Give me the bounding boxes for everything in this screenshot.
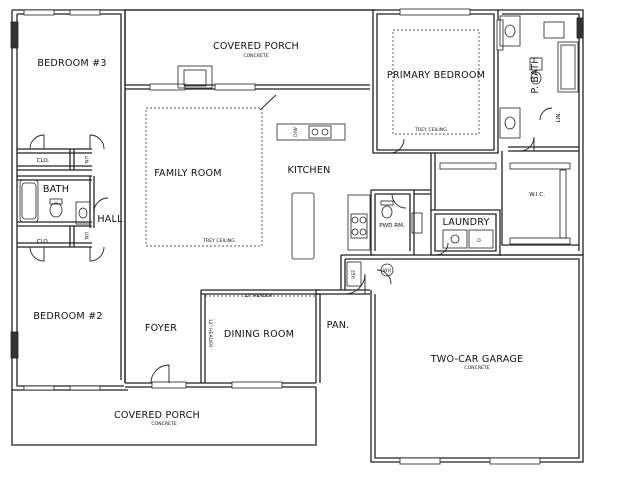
label-wic: W.I.C. [529,192,545,198]
shower [557,41,579,93]
doors [29,94,553,384]
label-header-vertical: 12" HEADER [207,319,213,348]
toilet [49,202,63,218]
trey-ceilings [145,29,480,383]
label-bedroom-2: BEDROOM #2 [33,311,102,322]
label-pan: PAN. [327,320,350,331]
label-bath: BATH [43,184,69,195]
label-primary-bedroom-note: TREY CEILING [414,127,447,133]
label-dryer: D [477,238,481,244]
label-p-bath: P. BATH [530,56,541,93]
label-clo-lower: CLO. [37,239,50,245]
fixtures [19,15,579,287]
refrigerator [346,261,362,287]
label-hall: HALL [97,214,123,225]
label-wh: WH [383,268,391,274]
label-bedroom-3: BEDROOM #3 [37,58,106,69]
label-garage-note: CONCRETE [464,365,489,371]
kitchen-island [291,192,315,260]
label-header-horizontal: 12" HEADER [244,293,273,299]
label-ref: REF. [351,269,357,278]
label-covered-porch-top-note: CONCRETE [243,53,268,59]
label-covered-porch-bottom: COVERED PORCH [114,410,200,421]
label-covered-porch-top: COVERED PORCH [213,41,299,52]
room-labels: BEDROOM #3 BEDROOM #2 COVERED PORCH CONC… [33,41,562,427]
fireplace [177,65,213,89]
label-foyer: FOYER [145,323,177,334]
label-lin-primary: LIN. [556,111,562,122]
label-family-room: FAMILY ROOM [154,168,222,179]
walls [11,9,584,463]
label-clo-upper: CLO. [37,158,50,164]
label-dw: D/W [293,127,299,137]
label-garage: TWO-CAR GARAGE [430,354,524,365]
water-heater [380,263,394,277]
label-kitchen: KITCHEN [288,165,331,176]
label-lin-upper: LIN. [83,156,89,165]
range-counter [347,194,371,251]
label-lin-lower: LIN. [83,232,89,241]
label-family-room-note: TREY CEILING [202,238,235,244]
label-pwd-rm: PWD RM. [379,223,405,229]
bathtub [19,179,39,223]
label-laundry: LAUNDRY [442,217,489,228]
label-primary-bedroom: PRIMARY BEDROOM [387,70,485,81]
kitchen-counter [276,123,346,141]
windows [10,8,584,465]
label-dining-room: DINING ROOM [224,329,294,340]
label-covered-porch-bottom-note: CONCRETE [151,421,176,427]
